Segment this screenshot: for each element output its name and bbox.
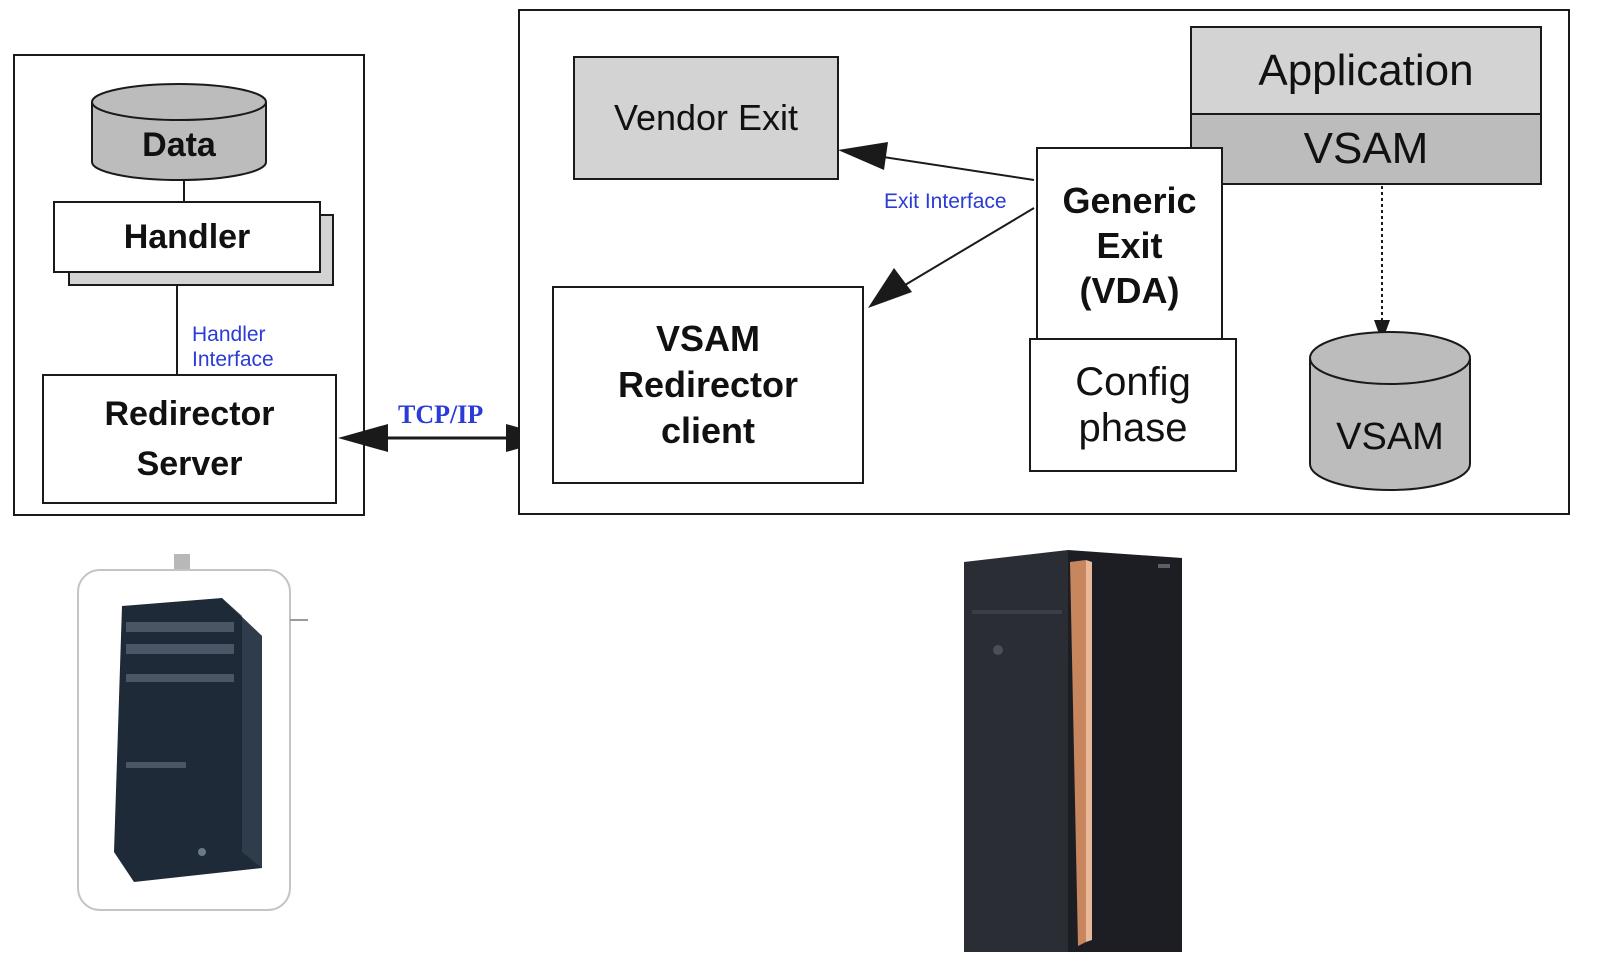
- handler-label: Handler: [123, 217, 251, 256]
- data-cylinder: [91, 83, 267, 181]
- vsam-redirector-client-box: VSAM Redirector client: [552, 286, 864, 484]
- tcpip-label: TCP/IP: [398, 400, 484, 429]
- exit-interface-label: Exit Interface: [884, 190, 1007, 213]
- handler-interface-label: Handler Interface: [192, 323, 274, 371]
- generic-exit-box: Generic Exit (VDA): [1036, 147, 1223, 343]
- vendor-exit-label: Vendor Exit: [613, 97, 799, 138]
- vsam-layer-label: VSAM: [1303, 124, 1429, 173]
- vendor-exit-box: Vendor Exit: [573, 56, 839, 180]
- config-phase-box: Config phase: [1029, 338, 1237, 472]
- mainframe-image: [964, 550, 1182, 952]
- vsam-layer-box: VSAM: [1190, 113, 1542, 185]
- vsam-storage-cylinder: [1309, 331, 1471, 491]
- data-label: Data: [142, 126, 216, 164]
- data-handler-connector: [183, 180, 185, 202]
- vsam-dotted-arrow: [1374, 186, 1390, 342]
- application-label: Application: [1258, 46, 1474, 95]
- exit-interface-arrows: [838, 142, 1035, 308]
- vsam-redirector-client-label: VSAM Redirector client: [617, 318, 799, 451]
- application-box: Application: [1190, 26, 1542, 116]
- config-phase-label: Config phase: [1075, 360, 1191, 450]
- vsam-storage-label: VSAM: [1336, 416, 1444, 458]
- pc-server-image: [77, 554, 308, 911]
- handler-interface-line: [176, 286, 178, 384]
- redirector-server-label: Redirector Server: [104, 395, 275, 483]
- handler-box: Handler: [53, 201, 321, 273]
- generic-exit-label: Generic Exit (VDA): [1062, 179, 1197, 311]
- redirector-server-box: Redirector Server: [42, 374, 337, 504]
